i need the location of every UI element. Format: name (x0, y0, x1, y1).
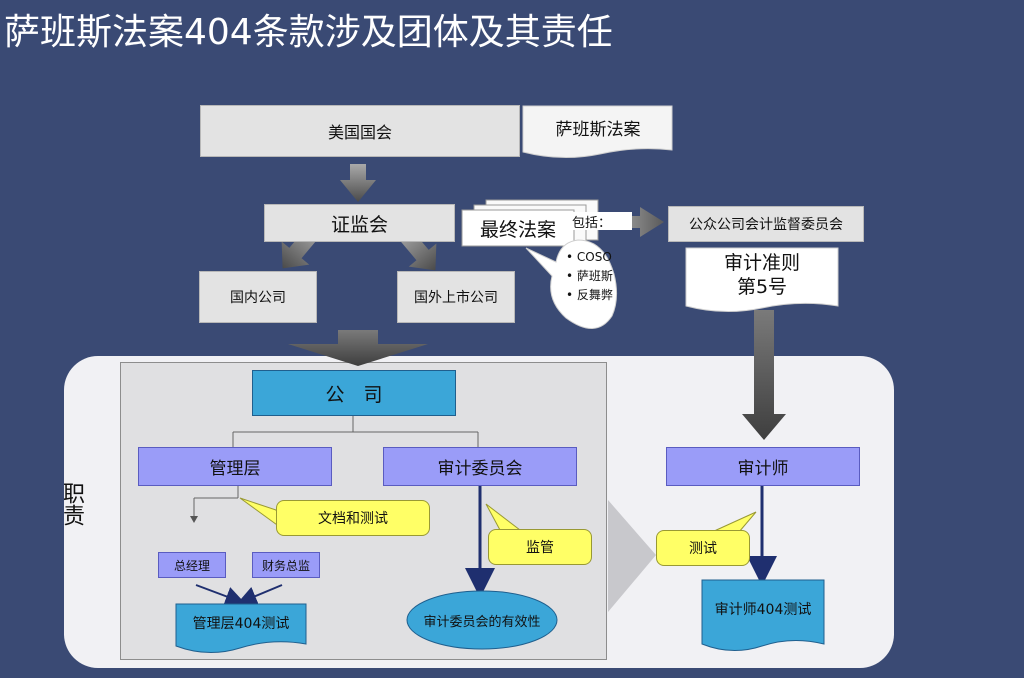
supervise-callout: 监管 (488, 529, 592, 565)
audit-committee-box: 审计委员会 (383, 447, 577, 486)
sox-act-doc-shape (522, 105, 673, 159)
auditor-box: 审计师 (666, 447, 860, 486)
includes-list: • COSO • 萨班斯 • 反舞弊 (566, 250, 614, 346)
arrow-into-company (288, 330, 428, 366)
auditor404-doc-shape (701, 579, 825, 651)
audit-standard-label: 审计准则 第5号 (723, 252, 800, 298)
doc-test-callout: 文档和测试 (276, 500, 430, 536)
sox-act-label: 萨班斯法案 (555, 119, 641, 140)
includes-item: • 反舞弊 (566, 288, 613, 302)
sec-box: 证监会 (264, 204, 455, 242)
test-callout: 测试 (656, 530, 750, 566)
auditor-404-label: 审计师404测试 (714, 602, 812, 618)
foreign-listed-box: 国外上市公司 (397, 271, 515, 323)
arrow-congress-sec (340, 164, 376, 202)
congress-box: 美国国会 (200, 105, 520, 157)
page-title: 萨班斯法案404条款涉及团体及其责任 (4, 12, 613, 53)
includes-item: • COSO (566, 250, 612, 264)
ac-effectiveness-label: 审计委员会的有效性 (423, 614, 541, 630)
includes-label: 包括： (572, 212, 632, 231)
final-rule-label: 最终法案 (479, 218, 556, 241)
includes-callout (525, 239, 618, 329)
mgmt-404-label: 管理层404测试 (192, 616, 290, 632)
cfo-box: 财务总监 (252, 552, 320, 578)
standard-doc-shape (685, 247, 839, 313)
chevron-arrow (608, 500, 656, 612)
responsibility-label: 职责 (59, 482, 84, 526)
pcaob-box: 公众公司会计监督委员会 (668, 206, 864, 242)
management-box: 管理层 (138, 447, 332, 486)
gm-box: 总经理 (158, 552, 226, 578)
arrow-standard-auditor (742, 310, 786, 440)
includes-item: • 萨班斯 (566, 269, 613, 283)
domestic-box: 国内公司 (199, 271, 317, 323)
company-box: 公 司 (252, 370, 456, 416)
mgmt404-doc-shape (175, 603, 307, 654)
